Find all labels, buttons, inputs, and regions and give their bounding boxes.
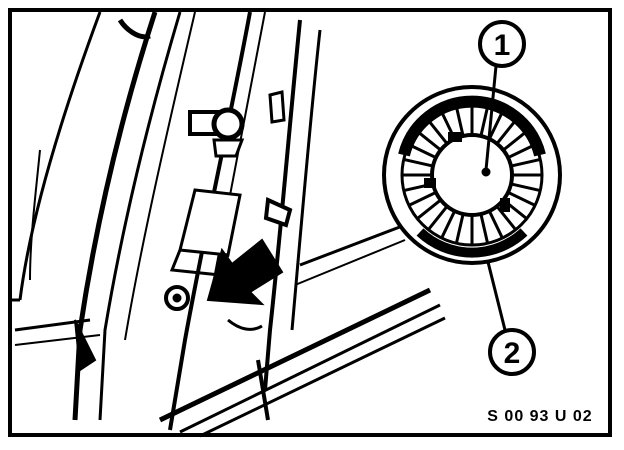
grommet-rib [488, 210, 504, 239]
callout-number: 1 [494, 29, 511, 62]
grommet-rib [502, 130, 528, 152]
grommet-rib [454, 213, 465, 244]
direction-arrow [206, 238, 284, 331]
grommet-detail-view [382, 85, 562, 265]
latch-block [164, 188, 242, 311]
grommet-rib [403, 157, 434, 168]
grommet-rib [427, 205, 449, 231]
callout-number: 2 [504, 337, 521, 370]
grommet-rib [488, 111, 504, 140]
callout-circle [478, 20, 526, 68]
door-pillar [72, 11, 322, 431]
door-hinge-bracket [188, 90, 293, 228]
grommet-rib [454, 106, 465, 137]
vehicle-body-panel [12, 11, 102, 346]
callout-1: 1 [478, 20, 526, 68]
grommet-rib [479, 213, 490, 244]
callout-leaders [481, 65, 507, 331]
grommet-rib [495, 119, 517, 145]
callout-2: 2 [488, 328, 536, 376]
grommet-rib [416, 198, 442, 220]
grommet-rib [416, 130, 442, 152]
grommet-rib [510, 182, 541, 193]
grommet-tab [424, 178, 436, 188]
grommet-rib [507, 191, 536, 207]
grommet-rib [408, 191, 437, 207]
grommet-rib [507, 143, 536, 159]
grommet-rib [427, 119, 449, 145]
grommet-tab [448, 132, 462, 142]
figure-reference-code: S 00 93 U 02 [487, 408, 592, 425]
callout-circle [488, 328, 536, 376]
grommet-tab [500, 198, 510, 212]
door-sill [158, 223, 446, 438]
grommet-rib [440, 210, 456, 239]
grommet-rib [479, 106, 490, 137]
grommet-rib [408, 143, 437, 159]
grommet-rib [510, 157, 541, 168]
